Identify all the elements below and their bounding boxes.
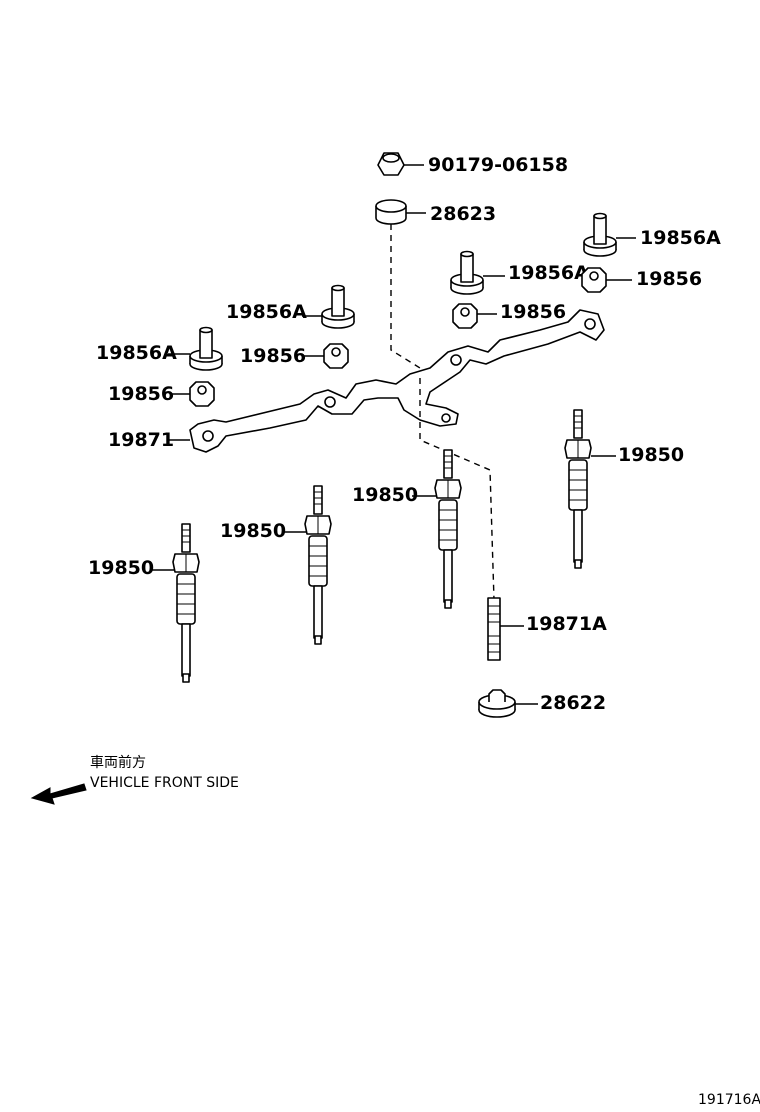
label-nut-top: 90179-06158 [428, 154, 568, 176]
glow-plug-19850-center: 19850 [352, 449, 462, 609]
label-stud-a-left: 19856A [96, 342, 177, 364]
glow-plug-19850-right: 19850 [564, 409, 684, 569]
glow-plug-19850-left: 19850 [88, 523, 200, 683]
nut-90179-06158: 90179-06158 [377, 152, 568, 176]
label-stud-a-left-upper: 19856A [226, 301, 307, 323]
label-stud-a-right: 19856A [640, 227, 721, 249]
arrow-left-icon [30, 783, 87, 805]
label-bar: 19871 [108, 429, 174, 451]
label-stud-a-mid: 19856A [508, 262, 589, 284]
nut-19856-right: 19856 [581, 267, 702, 293]
label-plug-1: 19850 [618, 444, 684, 466]
nut-19856-mid: 19856 [452, 301, 566, 329]
stud-19856a-mid: 19856A [450, 250, 589, 295]
nut-19856-left: 19856 [108, 381, 215, 407]
label-stud-bolt: 19871A [526, 613, 607, 635]
figure-reference: 191716A [698, 1092, 760, 1108]
label-nut-mid: 19856 [500, 301, 566, 323]
stud-19856a-left-upper: 19856A [226, 284, 355, 329]
bush-28622: 28622 [478, 689, 606, 718]
stud-bolt-19871a: 19871A [487, 597, 607, 661]
label-nut-left: 19856 [108, 383, 174, 405]
label-bush-bottom: 28622 [540, 692, 606, 714]
stud-19856a-right: 19856A [583, 212, 721, 257]
label-nut-left-mid: 19856 [240, 345, 306, 367]
label-plug-2: 19850 [352, 484, 418, 506]
label-plug-3: 19850 [220, 520, 286, 542]
stud-19856a-left: 19856A [96, 326, 223, 371]
nut-19856-left-mid: 19856 [240, 343, 349, 369]
bush-28623: 28623 [375, 199, 496, 225]
direction-jp: 車両前方 [90, 754, 146, 771]
assembly-line-lower [419, 378, 495, 601]
vehicle-front-indicator: 車両前方 VEHICLE FRONT SIDE [30, 754, 239, 805]
direction-en: VEHICLE FRONT SIDE [90, 775, 239, 791]
label-bush-top: 28623 [430, 203, 496, 225]
assembly-line-upper [390, 224, 421, 369]
label-plug-4: 19850 [88, 557, 154, 579]
glow-plug-19850-center-left: 19850 [220, 485, 332, 645]
label-nut-right: 19856 [636, 268, 702, 290]
bus-bar-19871: 19871 [108, 309, 605, 453]
